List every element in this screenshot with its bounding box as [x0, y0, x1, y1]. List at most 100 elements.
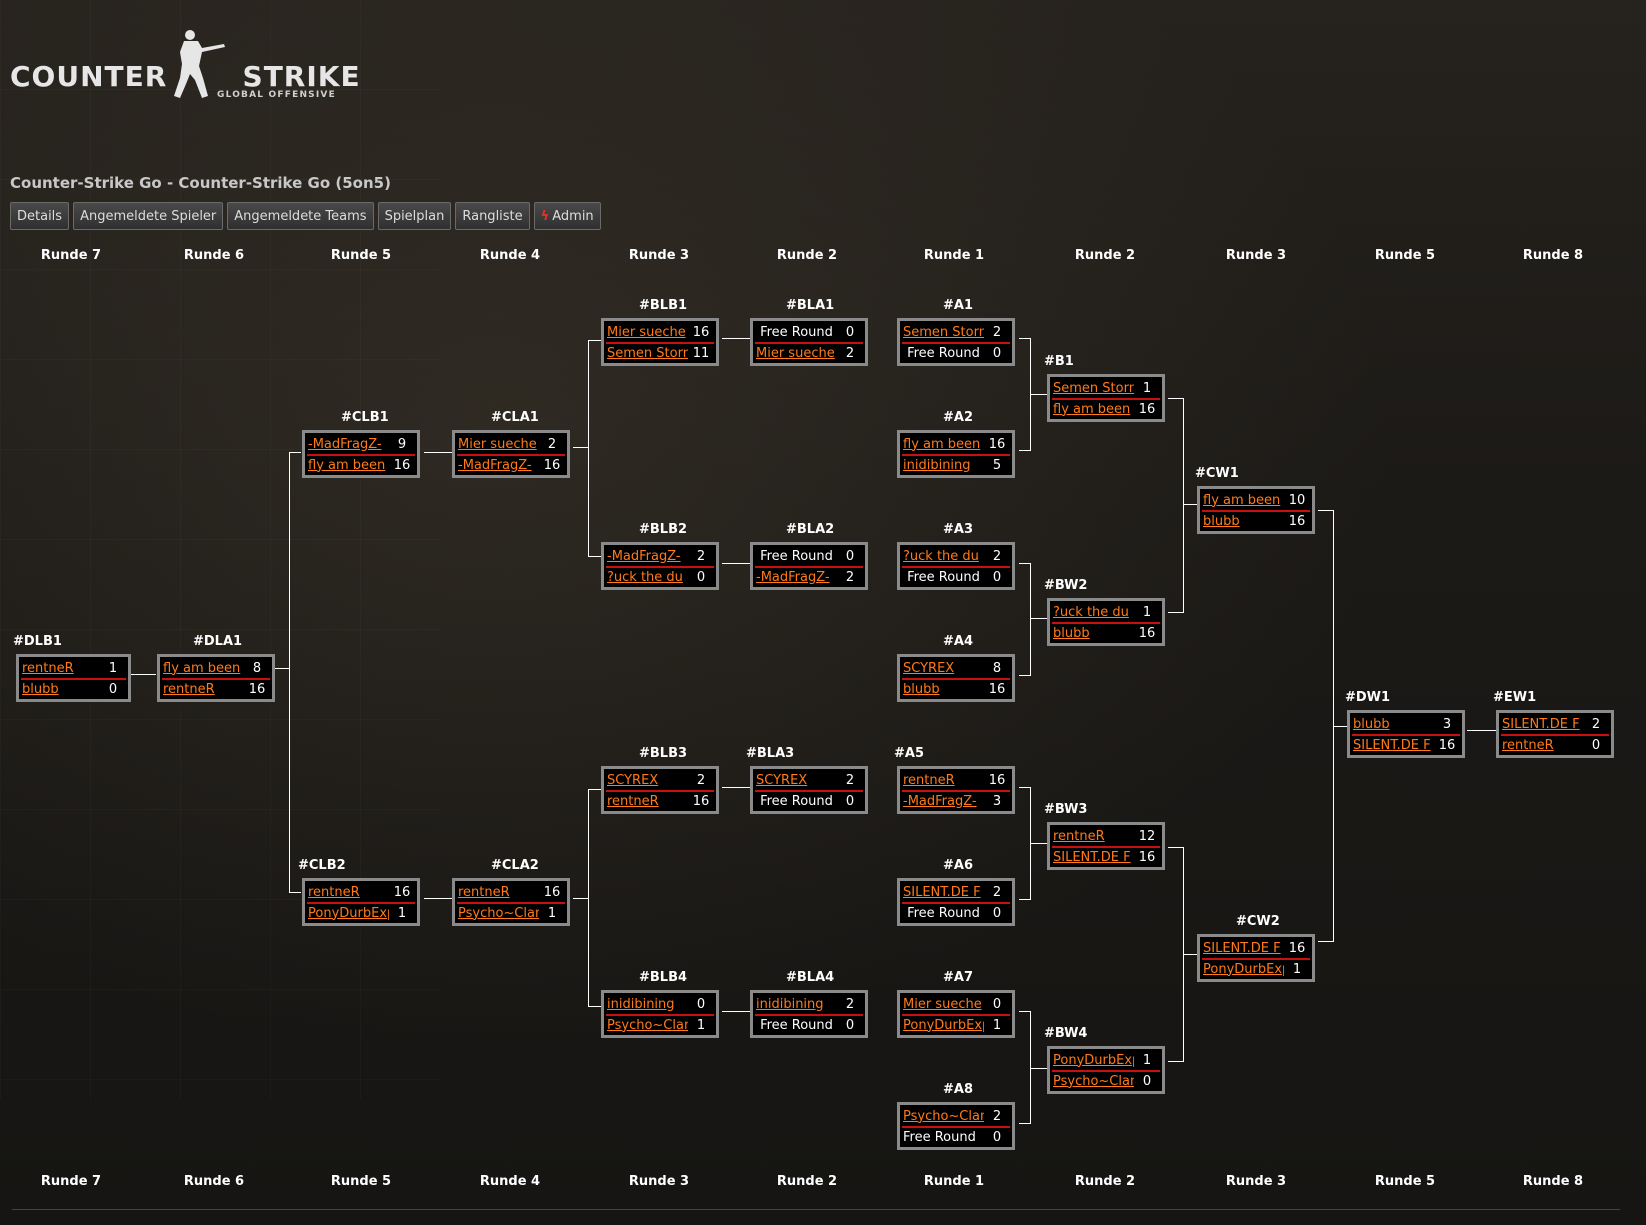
team-link[interactable]: ?uck the du [903, 548, 979, 564]
team-link[interactable]: -MadFragZ- [308, 436, 382, 452]
connector-line [722, 563, 752, 564]
team-link[interactable]: rentneR [903, 772, 955, 788]
team-link[interactable]: Mier sueche [607, 324, 686, 340]
team-link[interactable]: Semen Storm [607, 345, 688, 361]
team-link[interactable]: fly am been [163, 660, 241, 676]
team-link[interactable]: Mier sueche [458, 436, 537, 452]
round-label: Runde 3 [628, 1174, 690, 1189]
team-link[interactable]: SCYREX [607, 772, 659, 788]
admin-label: Admin [552, 209, 594, 224]
connector-line [722, 1011, 752, 1012]
team-link[interactable]: PonyDurbExp [308, 905, 389, 921]
round-label: Runde 5 [330, 248, 392, 263]
round-label: Runde 8 [1522, 248, 1584, 263]
round-label: Runde 1 [923, 248, 985, 263]
team-link[interactable]: fly am been [308, 457, 386, 473]
team-link[interactable]: Mier sueche [756, 345, 835, 361]
team-link[interactable]: rentneR [607, 793, 659, 809]
round-label: Runde 5 [1374, 248, 1436, 263]
score: 0 [1142, 1073, 1152, 1089]
team-link[interactable]: rentneR [163, 681, 215, 697]
team-link[interactable]: inidibining [756, 996, 824, 1012]
team-link[interactable]: rentneR [22, 660, 74, 676]
team-link[interactable]: Psycho~Clan [1053, 1073, 1134, 1089]
team-link[interactable]: blubb [1203, 513, 1240, 529]
connector-line [1019, 1123, 1031, 1124]
score: 16 [393, 457, 411, 473]
score: 16 [248, 681, 266, 697]
team-link[interactable]: Semen Storm [1053, 380, 1134, 396]
connector-line [573, 447, 589, 448]
team-link[interactable]: blubb [1353, 716, 1390, 732]
team-link[interactable]: SCYREX [903, 660, 955, 676]
team-link[interactable]: fly am been [903, 436, 981, 452]
team-link[interactable]: Psycho~Clan [607, 1017, 688, 1033]
team-link[interactable]: rentneR [458, 884, 510, 900]
team-link[interactable]: Psycho~Clan [903, 1108, 984, 1124]
registered-teams-button[interactable]: Angemeldete Teams [227, 202, 374, 230]
team-link[interactable]: ?uck the du [1053, 604, 1129, 620]
free-round-label: Free Round [760, 1017, 833, 1033]
team-link[interactable]: Psycho~Clan [458, 905, 539, 921]
score: 0 [992, 905, 1002, 921]
score: 2 [696, 548, 706, 564]
connector-line [1168, 612, 1184, 613]
team-link[interactable]: PonyDurbExp [1053, 1052, 1134, 1068]
connector-line [289, 452, 301, 453]
team-link[interactable]: -MadFragZ- [607, 548, 681, 564]
team-link[interactable]: blubb [1053, 625, 1090, 641]
ranking-button[interactable]: Rangliste [455, 202, 530, 230]
team-link[interactable]: rentneR [1053, 828, 1105, 844]
score: 8 [252, 660, 262, 676]
details-button[interactable]: Details [10, 202, 70, 230]
team-link[interactable]: SILENT.DE F [1502, 716, 1580, 732]
team-link[interactable]: ?uck the du [607, 569, 683, 585]
team-link[interactable]: fly am been [1053, 401, 1131, 417]
team-link[interactable]: blubb [903, 681, 940, 697]
schedule-button[interactable]: Spielplan [377, 202, 452, 230]
team-link[interactable]: -MadFragZ- [903, 793, 977, 809]
team-link[interactable]: PonyDurbExp [903, 1017, 984, 1033]
team-link[interactable]: SILENT.DE F [903, 884, 981, 900]
team-link[interactable]: PonyDurbExp [1203, 961, 1284, 977]
team-link[interactable]: SCYREX [756, 772, 808, 788]
team-link[interactable]: -MadFragZ- [756, 569, 830, 585]
team-link[interactable]: SILENT.DE F [1203, 940, 1281, 956]
team-link[interactable]: Semen Storm [903, 324, 984, 340]
team-link[interactable]: Mier sueche [903, 996, 982, 1012]
team-link[interactable]: inidibining [903, 457, 971, 473]
team-link[interactable]: rentneR [1502, 737, 1554, 753]
team-link[interactable]: inidibining [607, 996, 675, 1012]
registered-players-button[interactable]: Angemeldete Spieler [73, 202, 224, 230]
team-link[interactable]: fly am been [1203, 492, 1281, 508]
connector-line [588, 789, 602, 790]
connector-line [1318, 510, 1334, 511]
team-link[interactable]: rentneR [308, 884, 360, 900]
connector-line [1168, 1061, 1184, 1062]
match-id: #BLA2 [786, 522, 835, 537]
team-link[interactable]: blubb [22, 681, 59, 697]
score: 0 [992, 569, 1002, 585]
team-link[interactable]: SILENT.DE F [1353, 737, 1431, 753]
team-link[interactable]: SILENT.DE F [1053, 849, 1131, 865]
match-id: #BLA1 [786, 298, 835, 313]
match-id: #A7 [943, 970, 973, 985]
team-link[interactable]: -MadFragZ- [458, 457, 532, 473]
score: 3 [1442, 716, 1452, 732]
connector-line [1030, 1011, 1031, 1124]
